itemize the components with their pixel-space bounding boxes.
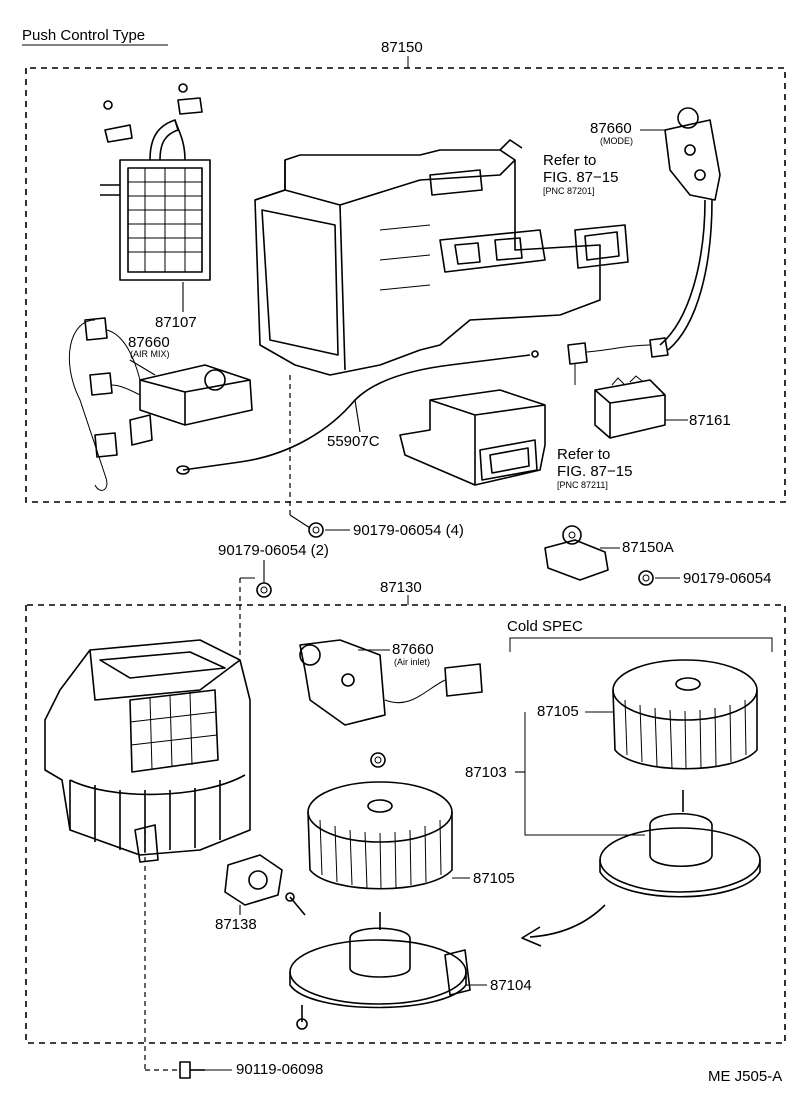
label-nut-2: 90179-06054 (2) — [218, 542, 329, 559]
label-87105-cold: 87105 — [537, 703, 579, 720]
arrow-icon — [521, 904, 606, 947]
label-87130: 87130 — [380, 579, 422, 596]
label-refer2-c: [PNC 87211] — [557, 480, 608, 490]
heater-core-icon — [100, 83, 211, 281]
label-87660-airmix: 87660 — [128, 334, 170, 351]
drawing-code: ME J505-A — [708, 1068, 783, 1085]
heater-unit-case-icon — [254, 139, 629, 376]
blower-case-icon — [44, 639, 251, 863]
blower-unit-assembly-frame — [25, 604, 786, 1044]
label-87107: 87107 — [155, 314, 197, 331]
nut-icon — [638, 570, 654, 586]
label-87660-mode: 87660 — [590, 120, 632, 137]
label-refer1-a: Refer to — [543, 152, 597, 169]
label-refer2-a: Refer to — [557, 446, 611, 463]
label-refer1-b: FIG. 87−15 — [543, 169, 619, 186]
resistor-icon — [224, 854, 283, 906]
blower-motor-icon — [599, 790, 761, 898]
label-87138: 87138 — [215, 916, 257, 933]
relay-icon — [594, 375, 666, 439]
label-87103: 87103 — [465, 764, 507, 781]
screw-icon — [285, 892, 306, 916]
label-87660-airmix-sub: (AIR MIX) — [130, 349, 170, 359]
label-nut-4: 90179-06054 (4) — [353, 522, 464, 539]
label-87660-airinlet-sub: (Air inlet) — [394, 657, 431, 667]
nut-icon — [370, 752, 386, 768]
bracket-87103 — [524, 712, 645, 836]
blower-fan-icon — [307, 781, 453, 890]
label-87161: 87161 — [689, 412, 731, 429]
page-title: Push Control Type — [22, 27, 146, 44]
leader-87660-airmix — [129, 359, 156, 376]
cold-spec-bracket — [509, 637, 773, 652]
servo-motor-icon — [299, 639, 483, 726]
label-screw: 90119-06098 — [236, 1061, 324, 1078]
nut-icon — [308, 522, 324, 538]
label-55907c: 55907C — [327, 433, 380, 450]
label-87105: 87105 — [473, 870, 515, 887]
label-87660-airinlet: 87660 — [392, 641, 434, 658]
leader-nut-4 — [289, 514, 311, 529]
screw-icon — [179, 1061, 205, 1079]
duct-icon — [399, 389, 546, 486]
resistor-icon — [544, 525, 609, 581]
label-87660-mode-sub: (MODE) — [600, 136, 633, 146]
label-cold-spec: Cold SPEC — [507, 618, 583, 635]
screw-icon — [296, 1005, 308, 1030]
blower-fan-icon — [612, 659, 758, 770]
servo-motor-icon — [567, 107, 721, 385]
label-87104: 87104 — [490, 977, 532, 994]
heater-unit-assembly-frame — [25, 67, 786, 503]
label-refer1-c: [PNC 87201] — [543, 186, 595, 196]
nut-icon — [256, 582, 272, 598]
label-nut-1: 90179-06054 — [683, 570, 772, 587]
label-refer2-b: FIG. 87−15 — [557, 463, 633, 480]
label-87150: 87150 — [381, 39, 423, 56]
leader-55907c — [354, 399, 361, 433]
label-87150a: 87150A — [622, 539, 674, 556]
blower-motor-icon — [289, 912, 471, 1009]
servo-motor-icon — [68, 317, 253, 491]
